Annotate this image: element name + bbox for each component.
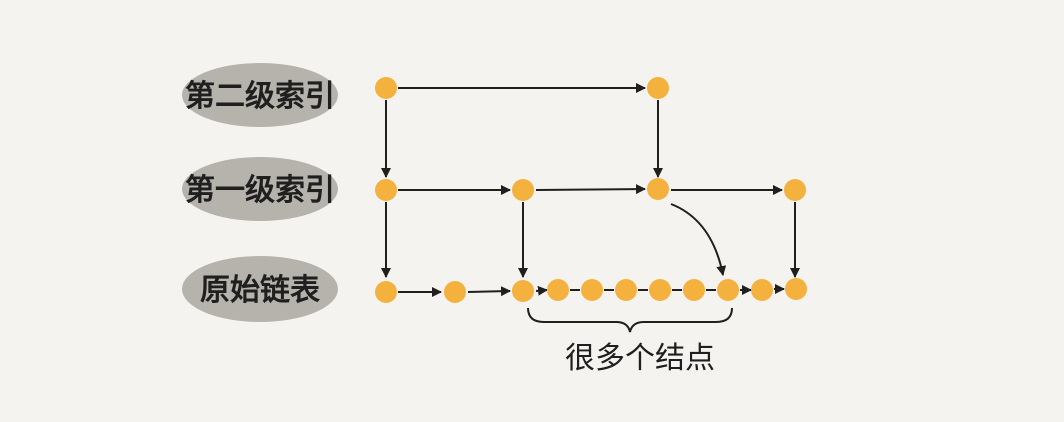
node-base-10	[751, 279, 773, 301]
node-base-9	[717, 279, 739, 301]
node-base-11	[785, 278, 807, 300]
edge-base-2	[467, 286, 511, 297]
node-base-6	[615, 279, 637, 301]
node-base-2	[444, 281, 466, 303]
label-level2-group: 第二级索引	[182, 63, 338, 127]
label-level1-pill	[182, 157, 338, 221]
edge-l1-curve	[670, 203, 727, 276]
node-base-1	[375, 281, 397, 303]
edge-l1-h2	[535, 184, 646, 195]
node-l1-2	[512, 179, 534, 201]
label-base-group: 原始链表	[182, 256, 338, 322]
node-l1-4	[784, 179, 806, 201]
node-base-7	[649, 279, 671, 301]
label-base-pill	[182, 256, 338, 322]
node-l1-1	[375, 179, 397, 201]
node-base-8	[683, 279, 705, 301]
label-level2-pill	[182, 63, 338, 127]
curly-brace	[527, 307, 733, 333]
node-base-3	[512, 280, 534, 302]
label-level1-group: 第一级索引	[182, 157, 338, 221]
node-base-5	[581, 279, 603, 301]
node-l2-1	[375, 77, 397, 99]
node-base-4	[547, 279, 569, 301]
label-level2: 第二级索引	[185, 79, 335, 114]
label-base: 原始链表	[200, 273, 320, 308]
node-l2-2	[647, 77, 669, 99]
label-level1: 第一级索引	[185, 173, 335, 208]
annotation-text: 很多个结点	[565, 341, 715, 376]
edge-base-3	[535, 285, 548, 296]
node-l1-3	[647, 178, 669, 200]
